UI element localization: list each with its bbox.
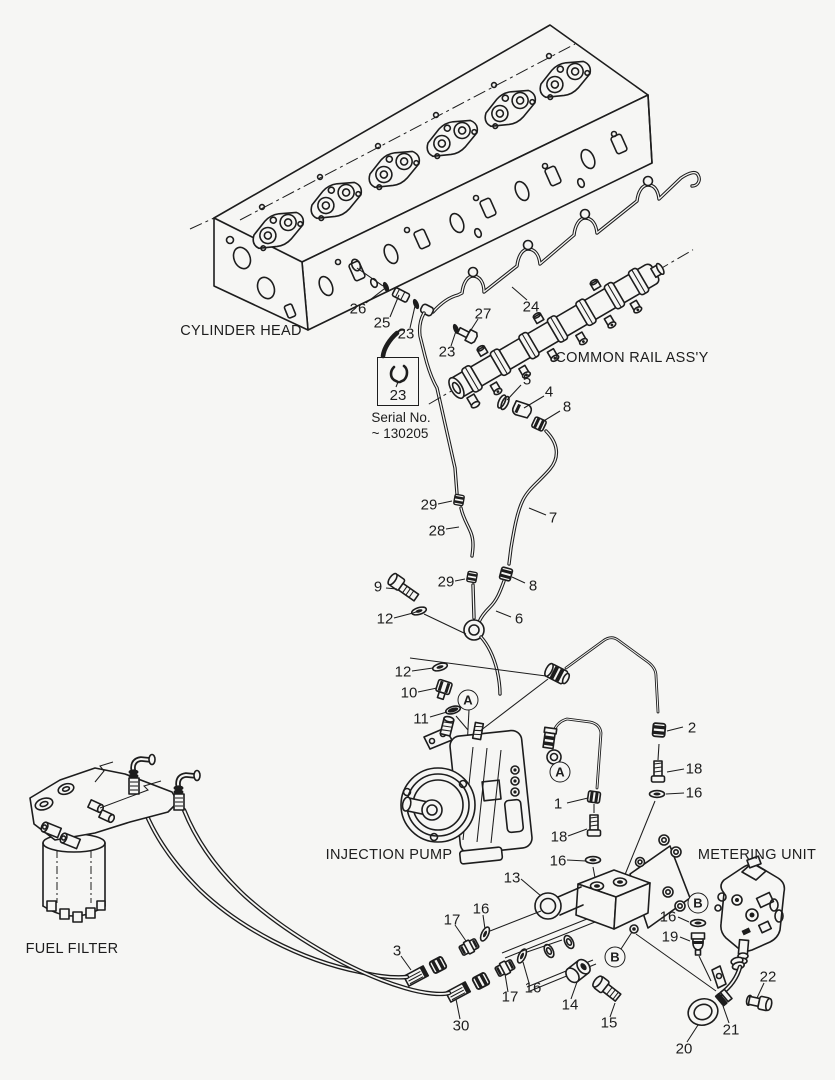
fuel-filter-drawing (29, 753, 201, 923)
serial-note-box: 23 (377, 357, 419, 406)
callout-24-5: 24 (522, 298, 540, 316)
callout-11-19: 11 (413, 710, 429, 728)
washer-5 (497, 394, 510, 411)
callout-12-15: 12 (376, 610, 394, 628)
callout-21-38: 21 (722, 1021, 740, 1039)
return-hose-7 (507, 429, 558, 566)
callout-16-30: 16 (524, 979, 542, 997)
section-label-metering-unit: METERING UNIT (697, 847, 817, 863)
filter-elbow (128, 753, 156, 795)
section-label-cylinder-head: CYLINDER HEAD (180, 323, 302, 339)
match-mark-A-1: A (549, 761, 571, 783)
bushing-14 (565, 958, 591, 984)
cylinder-head-drawing (189, 24, 653, 331)
callout-19-36: 19 (661, 928, 679, 946)
banjo-bolt-A (542, 726, 558, 750)
callout-29-13: 29 (437, 573, 455, 591)
section-label-fuel-filter: FUEL FILTER (25, 941, 119, 957)
pump-port (439, 715, 455, 737)
callout-2-20: 2 (687, 719, 697, 737)
callout-23-4: 23 (438, 343, 456, 361)
callout-15-34: 15 (600, 1014, 618, 1032)
callout-7-10: 7 (548, 509, 558, 527)
callout-16-22: 16 (685, 784, 703, 802)
banjo-bolt-9 (387, 572, 420, 602)
callout-17-28: 17 (443, 911, 461, 929)
leader-lines (365, 286, 765, 1043)
section-label-common-rail: COMMON RAIL ASS'Y (555, 350, 709, 366)
section-label-injection-pump: INJECTION PUMP (325, 847, 453, 863)
callout-1-23: 1 (553, 795, 563, 813)
eye-20 (687, 997, 719, 1027)
pump-port (471, 721, 485, 741)
callout-8-14: 8 (528, 577, 538, 595)
callout-18-24: 18 (550, 828, 568, 846)
leak-off-pipe-24 (431, 170, 701, 314)
clamp-21 (714, 988, 733, 1007)
callout-14-33: 14 (561, 996, 579, 1014)
callout-25-1: 25 (373, 314, 391, 332)
callout-16-27: 16 (472, 900, 490, 918)
callout-5-6: 5 (522, 371, 532, 389)
callout-16-35: 16 (659, 908, 677, 926)
callout-10-18: 10 (400, 684, 418, 702)
serial-note-line2: ~ 130205 (371, 426, 429, 441)
mount-parts (565, 958, 622, 1002)
callout-13-26: 13 (503, 869, 521, 887)
callout-17-31: 17 (501, 988, 519, 1006)
bolt-15 (592, 975, 622, 1002)
callout-6-16: 6 (514, 610, 524, 628)
injection-pump-drawing (400, 715, 533, 865)
bolt-22 (745, 994, 773, 1012)
head-port-fittings (356, 267, 478, 496)
callout-20-39: 20 (675, 1040, 693, 1058)
callout-30-32: 30 (452, 1017, 470, 1035)
callout-16-25: 16 (549, 852, 567, 870)
fitting-10 (435, 678, 453, 701)
callout-28-11: 28 (428, 522, 446, 540)
callout-29-9: 29 (420, 496, 438, 514)
serial-note-arrow (380, 328, 409, 388)
callout-8-8: 8 (562, 398, 572, 416)
fuel-gallery-13 (501, 834, 717, 992)
supply-chains (402, 910, 563, 1003)
valve-19 (690, 932, 706, 956)
callout-12-17: 12 (394, 663, 412, 681)
match-mark-B-3: B (687, 892, 709, 914)
match-mark-A-0: A (457, 689, 479, 711)
callout-9-12: 9 (373, 578, 383, 596)
elbow-4 (511, 399, 533, 419)
callout-22-37: 22 (759, 968, 777, 986)
serial-note-line1: Serial No. (371, 410, 431, 425)
common-rail-drawing (428, 249, 694, 433)
filter-elbow (173, 769, 201, 811)
metering-unit-drawing (687, 855, 786, 1027)
fuel-hoses (136, 792, 452, 997)
match-mark-B-2: B (604, 946, 626, 968)
callout-18-21: 18 (685, 760, 703, 778)
union-fitting (544, 662, 571, 685)
callout-23-2: 23 (397, 325, 415, 343)
callout-4-7: 4 (544, 383, 554, 401)
retaining-clip-icon (389, 364, 409, 384)
callout-27-3: 27 (474, 305, 492, 323)
callout-26-0: 26 (349, 300, 367, 318)
callout-3-29: 3 (392, 942, 402, 960)
serial-note-part-number: 23 (389, 387, 407, 404)
